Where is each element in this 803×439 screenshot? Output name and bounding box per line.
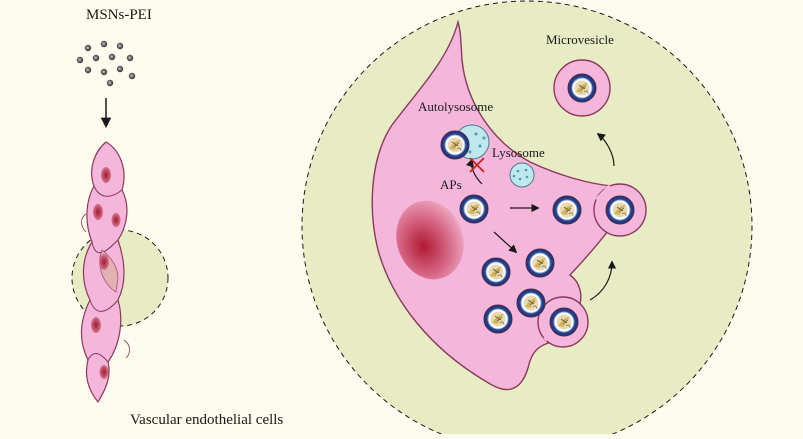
autophagosome-budding xyxy=(605,195,635,225)
blocked-fusion-arrow xyxy=(465,158,483,185)
microvesicle-label: Microvesicle xyxy=(546,32,614,47)
autolysosome-label: Autolysosome xyxy=(418,99,493,114)
msns-pei-particles xyxy=(76,40,136,87)
aps-label: APs xyxy=(440,177,462,192)
lysosome xyxy=(509,162,535,188)
msns-pei-label: MSNs-PEI xyxy=(86,7,152,23)
autophagosome-origin xyxy=(459,194,489,224)
autophagosome-membrane xyxy=(552,195,582,225)
autophagosome-cluster-3 xyxy=(516,288,546,318)
blocked-cross-icon xyxy=(469,157,485,173)
autophagosome-cluster-1 xyxy=(481,257,511,287)
nucleus xyxy=(396,200,464,280)
autophagosome-microvesicle xyxy=(567,73,597,103)
endothelial-cell-stack xyxy=(71,141,169,404)
arrow-curve-lower xyxy=(589,260,617,301)
autophagosome-cluster-2 xyxy=(525,248,555,278)
arrow-down-right xyxy=(493,231,518,254)
autophagosome-cluster-4 xyxy=(483,304,513,334)
lysosome-label: Lysosome xyxy=(492,145,545,160)
autophagosome-cluster-5 xyxy=(549,307,579,337)
vascular-endothelial-label: Vascular endothelial cells xyxy=(130,412,283,428)
arrow-curve-upper xyxy=(596,132,615,167)
